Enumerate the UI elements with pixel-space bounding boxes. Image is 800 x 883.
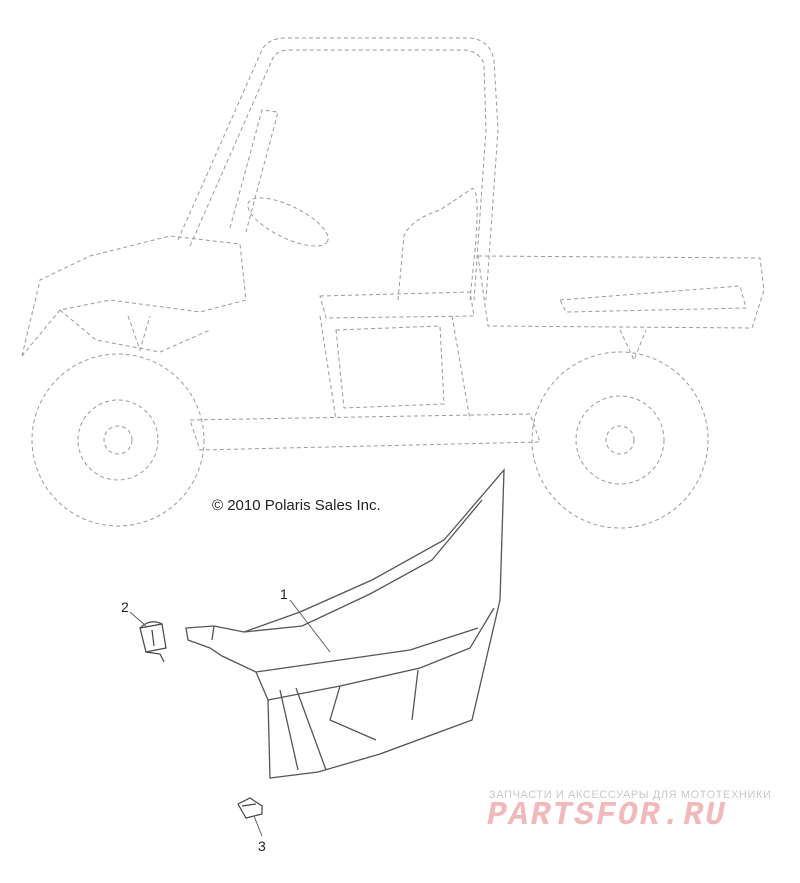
watermark-logo: PARTSFOR.RU: [487, 797, 727, 834]
vehicle-outline: [21, 37, 765, 529]
callout-1: 1: [280, 586, 288, 602]
copyright-notice: © 2010 Polaris Sales Inc.: [212, 497, 381, 514]
part-3-latch: [237, 797, 263, 819]
callout-3: 3: [258, 838, 266, 854]
callout-2: 2: [121, 599, 129, 615]
leader-lines: [129, 599, 331, 837]
watermark-tagline: ЗАПЧАСТИ И АКСЕССУАРЫ ДЛЯ МОТОТЕХНИКИ: [489, 789, 772, 801]
part-1-side-frame: [185, 468, 505, 779]
part-2-clip: [139, 621, 167, 663]
